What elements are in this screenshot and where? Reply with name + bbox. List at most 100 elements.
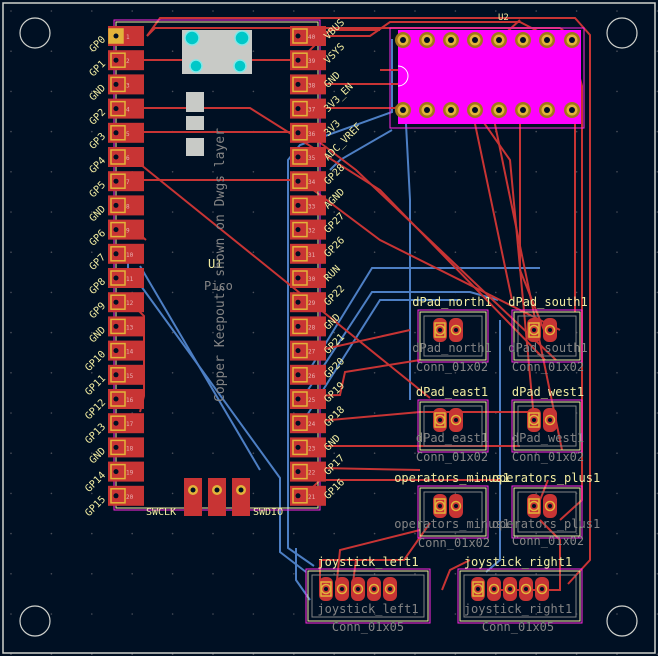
svg-text:7: 7 xyxy=(126,179,130,186)
mounting-hole-bottom-left xyxy=(19,605,51,637)
u2-module[interactable]: U2 xyxy=(389,13,585,129)
connector-fab-ref: operators_plus1 xyxy=(492,517,600,531)
svg-text:18: 18 xyxy=(126,445,134,452)
u2-courtyard xyxy=(389,27,585,129)
connector-fab-ref: dPad_west1 xyxy=(512,431,584,445)
connector-ref-label: joystick_left1 xyxy=(317,555,418,569)
connector-value-label: Conn_01x02 xyxy=(512,534,584,548)
svg-text:23: 23 xyxy=(308,445,316,452)
connector-fab-ref: joystick_right1 xyxy=(464,602,572,616)
pico-right-pad: 30 xyxy=(290,268,326,288)
svg-text:40: 40 xyxy=(308,34,316,41)
svg-text:17: 17 xyxy=(126,421,134,428)
connector-value-label: Conn_01x02 xyxy=(512,360,584,374)
svg-text:26: 26 xyxy=(308,373,316,380)
pico-ref-label: U1 xyxy=(208,257,222,271)
svg-text:31: 31 xyxy=(308,252,316,259)
svg-text:1: 1 xyxy=(126,34,130,41)
pico-right-pad: 35 xyxy=(290,147,326,167)
pico-left-pad: 18 xyxy=(108,437,144,458)
connector-ref-label: operators_minus1 xyxy=(394,471,510,485)
pico-left-pad: 16 xyxy=(108,389,144,409)
connector-value-label: Conn_01x02 xyxy=(416,360,488,374)
pico-left-pad: 8 xyxy=(108,195,144,216)
connector-fab-ref: dPad_north1 xyxy=(412,341,491,355)
svg-text:30: 30 xyxy=(308,276,316,283)
svg-text:8: 8 xyxy=(126,203,130,210)
svg-text:5: 5 xyxy=(126,131,130,138)
pico-right-pad: 34 xyxy=(290,171,326,192)
connectors: dPad_north1dPad_north1Conn_01x02dPad_sou… xyxy=(305,295,600,634)
pico-right-pad: 33 xyxy=(290,195,326,216)
pico-left-pad: 4 xyxy=(108,98,144,119)
pico-left-pad: 7 xyxy=(108,171,144,192)
pico-left-pad: 14 xyxy=(108,340,144,361)
pico-right-pad: 31 xyxy=(290,243,326,264)
pico-left-pad: 10 xyxy=(108,243,144,264)
svg-text:35: 35 xyxy=(308,155,316,162)
pico-left-pad: 12 xyxy=(108,292,144,313)
svg-text:2: 2 xyxy=(126,58,130,65)
svg-text:32: 32 xyxy=(308,228,316,235)
pico-left-pad: 19 xyxy=(108,461,144,482)
pico-left-pad: 9 xyxy=(108,219,144,240)
pico-right-pad: 26 xyxy=(290,364,326,385)
svg-text:16: 16 xyxy=(126,397,134,404)
svg-text:9: 9 xyxy=(126,228,130,235)
pico-right-pad: 28 xyxy=(290,316,326,337)
connector-ref-label: operators_plus1 xyxy=(492,471,600,485)
connector-value-label: Conn_01x05 xyxy=(332,620,404,634)
pico-left-pad: 13 xyxy=(108,316,144,337)
connector-ref-label: dPad_east1 xyxy=(416,385,488,399)
svg-text:21: 21 xyxy=(308,494,316,501)
svg-text:22: 22 xyxy=(308,470,316,477)
pico-value-label: Pico xyxy=(204,279,233,293)
connector-operators-minus[interactable]: operators_minus1operators_minus1Conn_01x… xyxy=(394,471,510,550)
pico-left-pad: 11 xyxy=(108,268,144,288)
svg-text:39: 39 xyxy=(308,58,316,65)
pico-right-pad: 23 xyxy=(290,437,326,458)
pico-right-pad: 38 xyxy=(290,74,326,95)
swclk-label: SWCLK xyxy=(146,507,176,518)
svg-text:37: 37 xyxy=(308,107,316,114)
connector-ref-label: joystick_right1 xyxy=(464,555,572,569)
pico-left-pad: 2 xyxy=(108,50,144,71)
svg-text:4: 4 xyxy=(126,107,130,114)
svg-text:33: 33 xyxy=(308,203,316,210)
svg-text:25: 25 xyxy=(308,397,316,404)
svg-text:28: 28 xyxy=(308,324,316,331)
swdio-label: SWDIO xyxy=(253,507,283,518)
connector-fab-ref: operators_minus1 xyxy=(394,517,510,531)
swd-pads xyxy=(184,478,250,516)
svg-text:10: 10 xyxy=(126,252,134,259)
pico-right-pad: 21 xyxy=(290,485,326,506)
copper-keepout-zones xyxy=(186,92,204,156)
connector-ref-label: dPad_west1 xyxy=(512,385,584,399)
svg-text:14: 14 xyxy=(126,349,134,356)
mounting-holes xyxy=(19,17,638,637)
u2-pin1-notch xyxy=(397,65,409,87)
svg-text:11: 11 xyxy=(126,276,134,283)
svg-text:27: 27 xyxy=(308,349,316,356)
pico-left-pad: 5 xyxy=(108,122,144,143)
pico-right-pad: 40 xyxy=(290,26,326,46)
usb-mount-holes xyxy=(184,30,250,73)
connector-ref-label: dPad_south1 xyxy=(508,295,587,309)
pico-right-pin-labels: VBUSVSYSGND3V3_EN3V3ADC_VREFGP28AGNDGP27… xyxy=(322,17,364,502)
pico-left-pad: 3 xyxy=(108,74,144,95)
pico-right-pad: 22 xyxy=(290,461,326,482)
connector-fab-ref: joystick_left1 xyxy=(317,602,418,616)
pico-left-pad: 15 xyxy=(108,364,144,385)
pico-right-pad: 37 xyxy=(290,98,326,119)
